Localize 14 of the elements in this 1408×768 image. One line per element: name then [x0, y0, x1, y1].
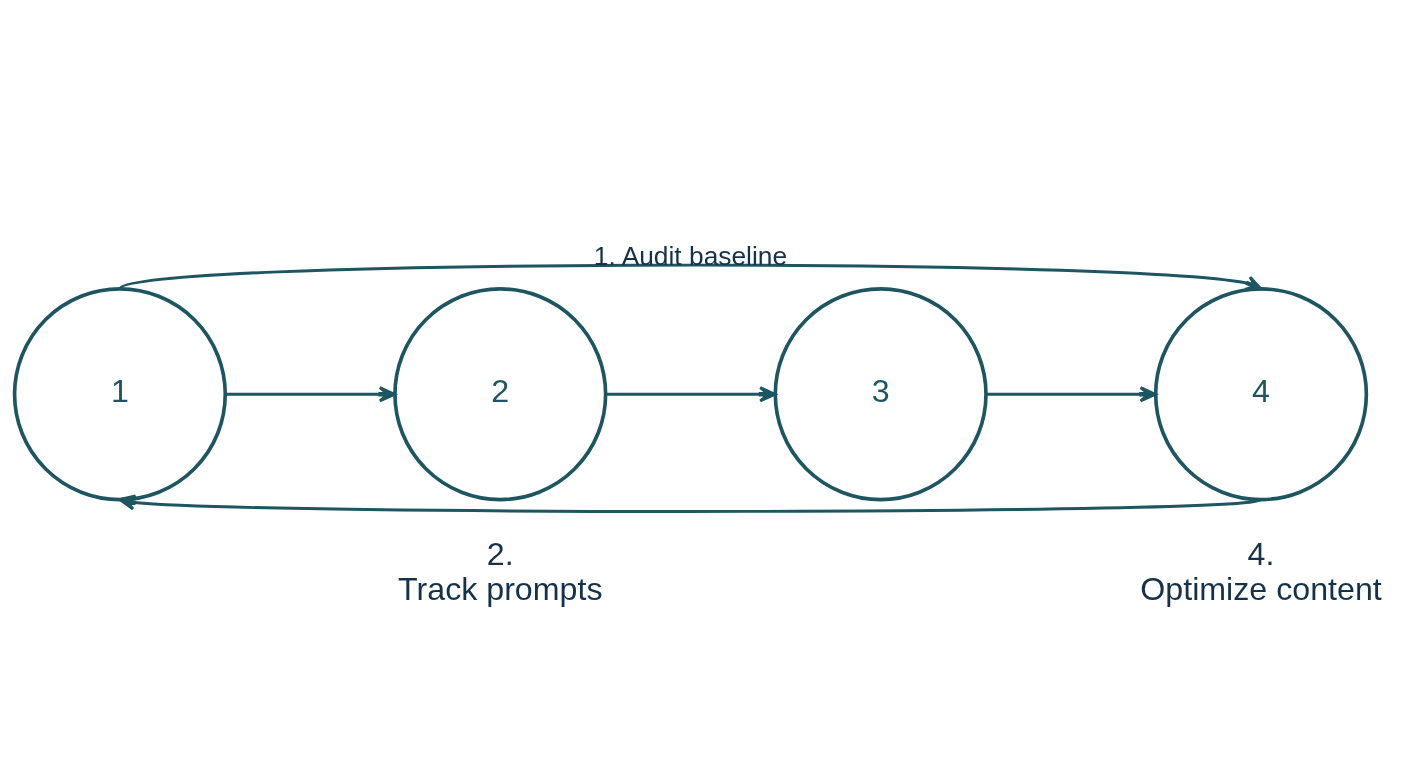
arrow: [225, 386, 396, 403]
node-circle: 3: [773, 287, 988, 502]
node-circle: 4: [1153, 287, 1369, 502]
node-label: 2.: [486, 535, 514, 572]
arrow: [118, 494, 1262, 513]
node-label: Optimize content: [1140, 570, 1382, 607]
edge-label: 1. Audit baseline: [593, 240, 788, 271]
node-label: Track prompts: [398, 570, 603, 607]
arrow: [119, 263, 1263, 291]
node-circle: 2: [393, 287, 608, 502]
node-label: 4.: [1247, 535, 1275, 572]
node-circle: 1: [12, 287, 228, 502]
arrow: [605, 386, 777, 403]
arrow: [986, 386, 1157, 403]
